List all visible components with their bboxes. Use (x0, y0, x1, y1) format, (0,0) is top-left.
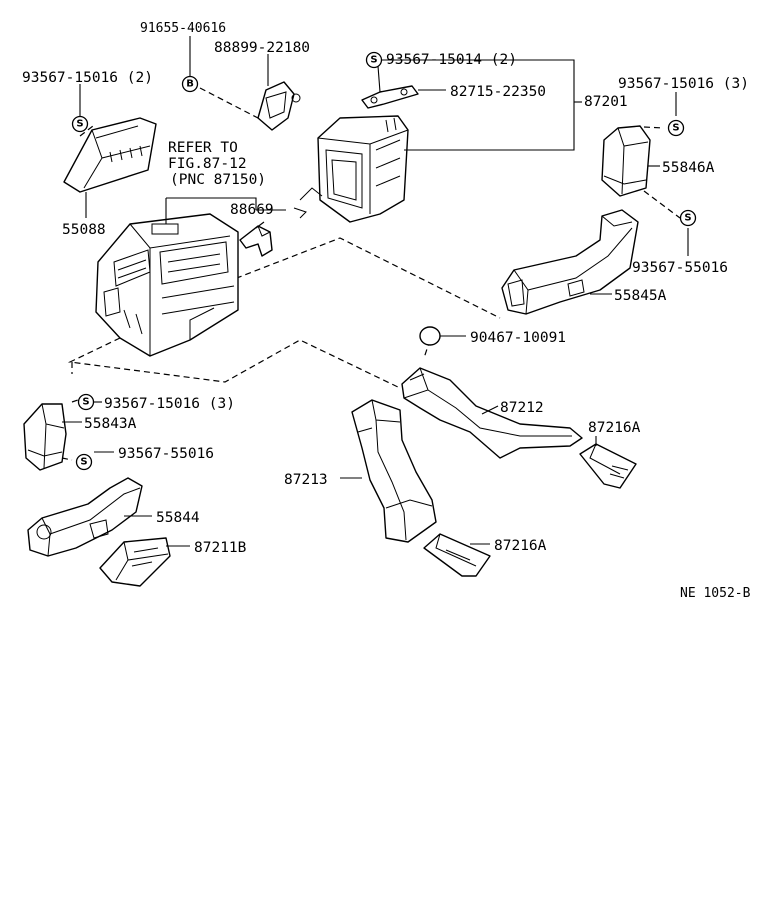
screw-mark-text: S (82, 397, 89, 408)
label-55843A: 55843A (84, 416, 137, 432)
leader-lines (62, 36, 689, 547)
label-93567-15016-top: 93567-15016 (2) (22, 70, 153, 86)
screw-mark-left-upper: S (77, 393, 95, 411)
label-87212: 87212 (500, 400, 544, 416)
screw-mark-text: S (370, 55, 377, 66)
screw-mark-93567-15014: S (365, 51, 383, 69)
plate-87216A-bottom (423, 533, 491, 577)
duct-87212 (401, 367, 583, 459)
part-labels: 91655-40616 88899-22180 93567-15016 (2) … (22, 21, 751, 601)
screw-mark-left-lower: S (75, 453, 93, 471)
blower-case-87201 (293, 115, 409, 223)
duct-55844 (27, 477, 143, 557)
label-refer-fig: FIG.87-12 (168, 156, 247, 172)
label-87216A-bottom: 87216A (494, 538, 547, 554)
screw-mark-top-left: S (71, 115, 89, 133)
duct-55845A (501, 209, 639, 315)
label-90467-10091: 90467-10091 (470, 330, 566, 346)
label-refer-to: REFER TO (168, 140, 238, 156)
label-93567-55016-left: 93567-55016 (118, 446, 214, 462)
duct-87213 (351, 399, 437, 543)
label-91655-40616: 91655-40616 (140, 21, 226, 36)
label-88899-22180: 88899-22180 (214, 40, 310, 56)
screw-mark-text: S (76, 119, 83, 130)
screw-mark-text: S (80, 457, 87, 468)
label-88669: 88669 (230, 202, 274, 218)
elbow-88669 (239, 225, 273, 257)
label-93567-15014: 93567-15014 (2) (386, 52, 517, 68)
screw-mark-right-lower: S (679, 209, 697, 227)
clip-90467 (419, 326, 441, 346)
label-82715-22350: 82715-22350 (450, 84, 546, 100)
label-93567-15016-left: 93567-15016 (3) (104, 396, 235, 412)
plate-87211B (99, 537, 171, 587)
screw-mark-right-upper: S (667, 119, 685, 137)
label-55846A: 55846A (662, 160, 715, 176)
label-55844: 55844 (156, 510, 200, 526)
duct-55846A (601, 125, 651, 197)
label-87216A-right: 87216A (588, 420, 641, 436)
label-93567-15016-right: 93567-15016 (3) (618, 76, 749, 92)
label-93567-55016-right: 93567-55016 (632, 260, 728, 276)
label-55088: 55088 (62, 222, 106, 238)
bolt-mark-text: B (186, 79, 194, 90)
heater-unit (95, 213, 239, 357)
duct-55088 (63, 117, 157, 193)
label-87211B: 87211B (194, 540, 247, 556)
figure-code: NE 1052-B (680, 586, 751, 601)
bolt-mark: B (181, 75, 199, 93)
label-87213: 87213 (284, 472, 328, 488)
label-87201: 87201 (584, 94, 628, 110)
duct-55843A (23, 403, 67, 471)
screw-mark-text: S (684, 213, 691, 224)
plate-87216A-right (579, 443, 637, 489)
screw-mark-text: S (672, 123, 679, 134)
bracket-82715 (361, 85, 419, 109)
label-refer-pnc: (PNC 87150) (170, 172, 266, 188)
cover-plate-88899 (257, 81, 301, 131)
label-55845A: 55845A (614, 288, 667, 304)
